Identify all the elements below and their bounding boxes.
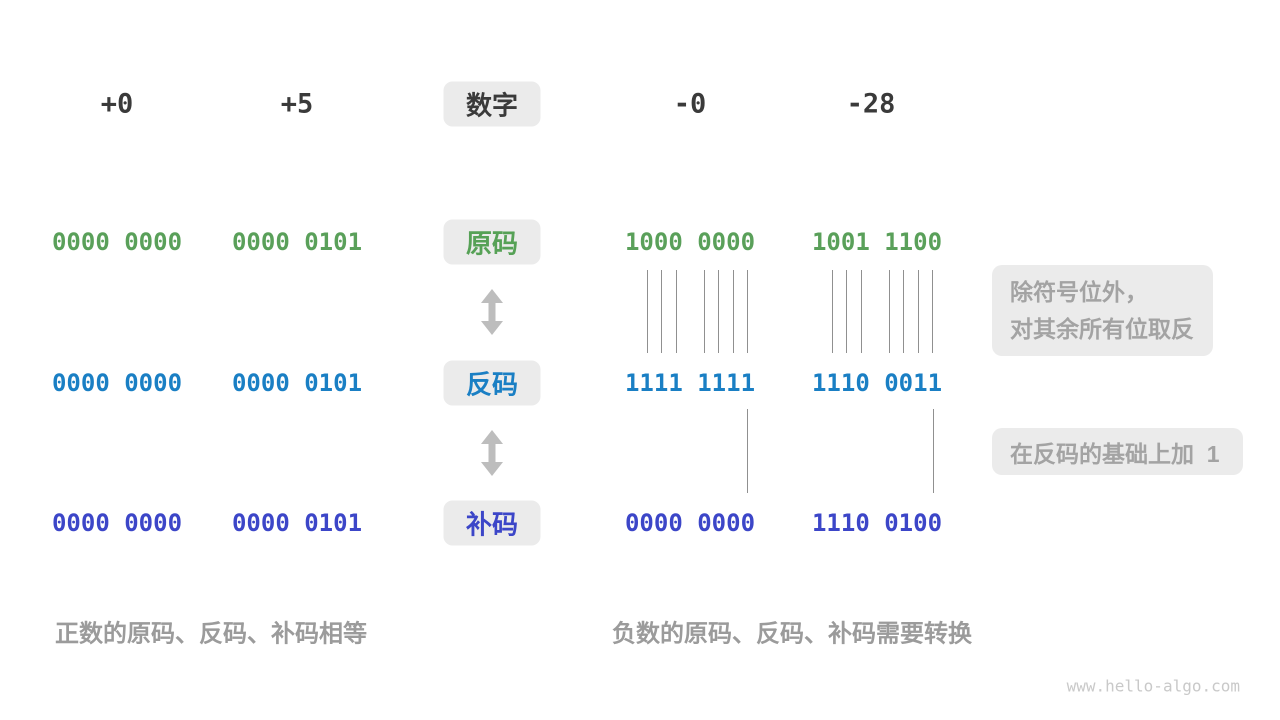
- sign-magnitude-label: 原码: [465, 228, 518, 259]
- flip-bits-annotation: 除符号位外， 对其余所有位取反: [992, 265, 1213, 356]
- number-label: 数字: [465, 90, 518, 121]
- flip-bit-line: [832, 270, 833, 353]
- watermark: www.hello-algo.com: [1066, 676, 1240, 696]
- add-one-line: [933, 409, 934, 493]
- flip-bit-line: [932, 270, 933, 353]
- twos-complement-label-box: 补码: [443, 500, 541, 546]
- flip-bit-line: [676, 270, 677, 353]
- flip-bit-line: [704, 270, 705, 353]
- ones-complement-of-positive-zero: 0000 0000: [51, 369, 183, 397]
- add-one-annotation-text: 在反码的基础上加 1: [1010, 440, 1220, 467]
- flip-bit-line: [861, 270, 862, 353]
- twos-complement-of-negative-twenty-eight: 1110 0100: [811, 509, 943, 537]
- decimal-negative-zero: -0: [673, 88, 707, 120]
- flip-bit-line: [647, 270, 648, 353]
- ones-complement-of-positive-five: 0000 0101: [231, 369, 363, 397]
- sign-magnitude-of-positive-zero: 0000 0000: [51, 228, 183, 256]
- flip-bit-line: [733, 270, 734, 353]
- add-one-line: [747, 409, 748, 493]
- twos-complement-of-positive-five: 0000 0101: [231, 509, 363, 537]
- positive-numbers-caption: 正数的原码、反码、补码相等: [55, 620, 367, 648]
- sign-magnitude-of-positive-five: 0000 0101: [231, 228, 363, 256]
- number-label-box: 数字: [443, 81, 541, 127]
- ones-complement-of-negative-twenty-eight: 1110 0011: [811, 369, 943, 397]
- flip-bit-line: [846, 270, 847, 353]
- flip-bit-line: [889, 270, 890, 353]
- decimal-positive-five: +5: [280, 88, 314, 120]
- twos-complement-of-positive-zero: 0000 0000: [51, 509, 183, 537]
- flip-bit-line: [718, 270, 719, 353]
- decimal-negative-twenty-eight: -28: [846, 88, 896, 120]
- flip-bits-annotation-line1: 除符号位外，: [1010, 278, 1148, 305]
- negative-numbers-caption: 负数的原码、反码、补码需要转换: [612, 620, 972, 648]
- updown-arrow-icon: [481, 430, 503, 476]
- flip-bit-line: [918, 270, 919, 353]
- sign-magnitude-of-negative-twenty-eight: 1001 1100: [811, 228, 943, 256]
- updown-arrow-icon: [481, 289, 503, 335]
- sign-magnitude-label-box: 原码: [443, 219, 541, 265]
- ones-complement-of-negative-zero: 1111 1111: [624, 369, 756, 397]
- add-one-annotation: 在反码的基础上加 1: [992, 428, 1243, 475]
- ones-complement-label-box: 反码: [443, 360, 541, 406]
- twos-complement-label: 补码: [465, 509, 518, 540]
- flip-bit-line: [903, 270, 904, 353]
- flip-bit-line: [661, 270, 662, 353]
- flip-bits-annotation-line2: 对其余所有位取反: [1010, 315, 1194, 342]
- decimal-positive-zero: +0: [100, 88, 134, 120]
- twos-complement-of-negative-zero: 0000 0000: [624, 509, 756, 537]
- sign-magnitude-of-negative-zero: 1000 0000: [624, 228, 756, 256]
- flip-bit-line: [747, 270, 748, 353]
- ones-complement-label: 反码: [465, 369, 518, 400]
